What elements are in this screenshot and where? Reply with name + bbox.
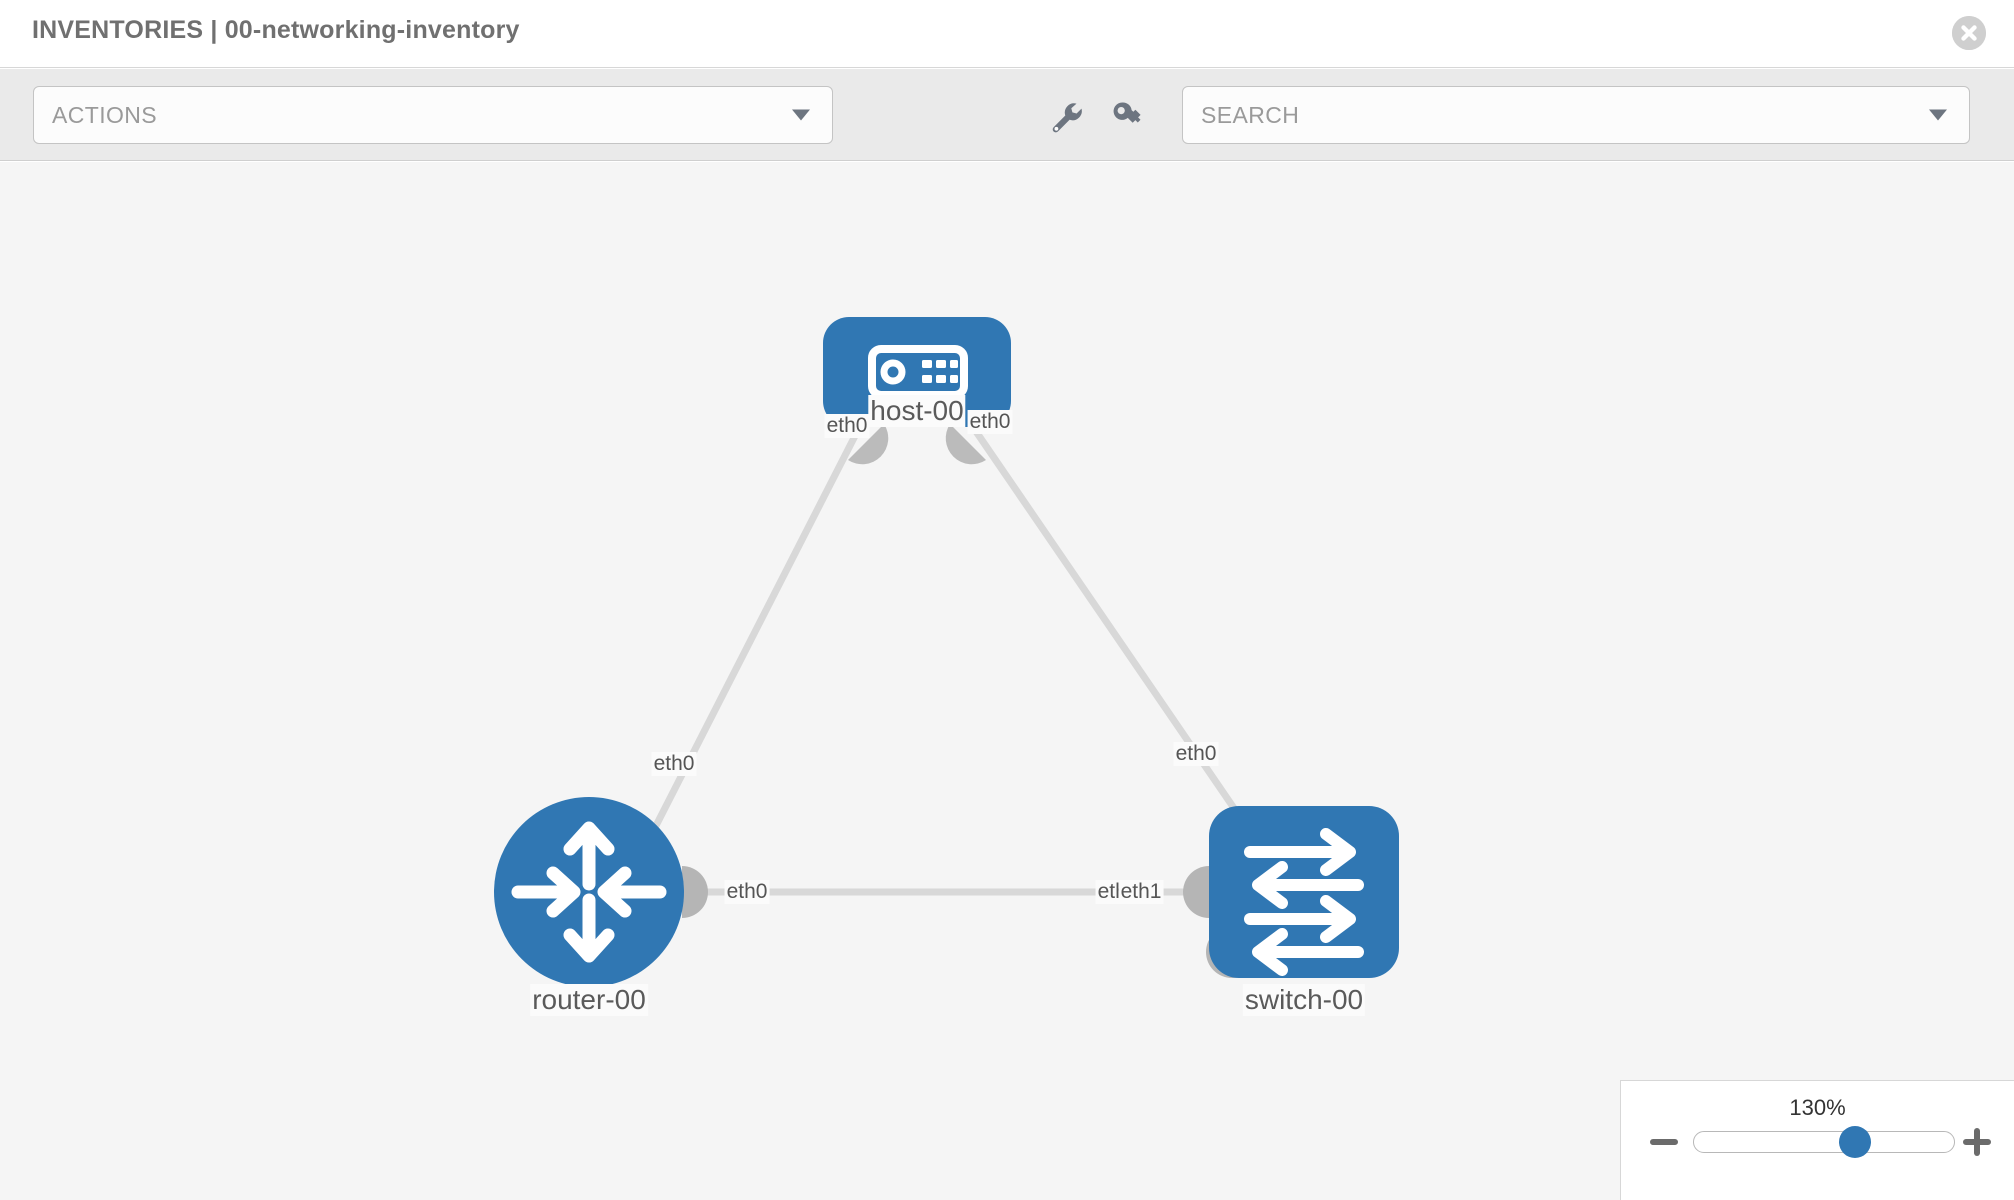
zoom-slider-thumb[interactable] <box>1839 1126 1872 1158</box>
chevron-down-icon <box>1929 109 1947 121</box>
zoom-level-value: 130% <box>1789 1095 1846 1120</box>
toolbar: ACTIONS SEARCH <box>0 69 2014 161</box>
wrench-icon[interactable] <box>1046 97 1084 135</box>
search-input[interactable]: SEARCH <box>1182 86 1970 144</box>
plus-icon[interactable] <box>1960 1125 1994 1159</box>
zoom-control-panel: 130% <box>1620 1080 2014 1200</box>
edge-host-router <box>636 428 862 859</box>
node-label-host-00: host-00 <box>868 395 966 427</box>
node-switch-00[interactable] <box>1209 806 1399 978</box>
node-label-router-00: router-00 <box>530 984 648 1016</box>
zoom-slider[interactable] <box>1693 1126 1955 1158</box>
edge-label-router-eth0-upper: eth0 <box>651 752 697 776</box>
node-router-00[interactable] <box>494 797 684 987</box>
search-placeholder: SEARCH <box>1201 102 1300 128</box>
actions-dropdown[interactable]: ACTIONS <box>33 86 833 144</box>
page-title: INVENTORIES | 00-networking-inventory <box>32 16 520 44</box>
actions-dropdown-label: ACTIONS <box>52 102 158 128</box>
topology-canvas[interactable]: host-00 router-00 switch-00 eth0 eth0 et… <box>0 162 2014 1200</box>
chevron-down-icon <box>792 109 810 121</box>
topology-graph <box>494 317 1399 987</box>
edge-label-switch-eth1: eth1 <box>1118 880 1164 904</box>
edge-label-switch-eth0-upper: eth0 <box>1173 742 1219 766</box>
edge-label-host-eth0-right: eth0 <box>967 410 1013 434</box>
key-icon[interactable] <box>1108 97 1146 135</box>
close-icon[interactable] <box>1952 16 1986 50</box>
node-label-switch-00: switch-00 <box>1242 984 1366 1016</box>
minus-icon[interactable] <box>1647 1125 1681 1159</box>
page-header: INVENTORIES | 00-networking-inventory <box>0 0 2014 68</box>
edge-label-host-eth0-left: eth0 <box>824 414 870 438</box>
edge-label-router-eth0-right: eth0 <box>724 880 770 904</box>
